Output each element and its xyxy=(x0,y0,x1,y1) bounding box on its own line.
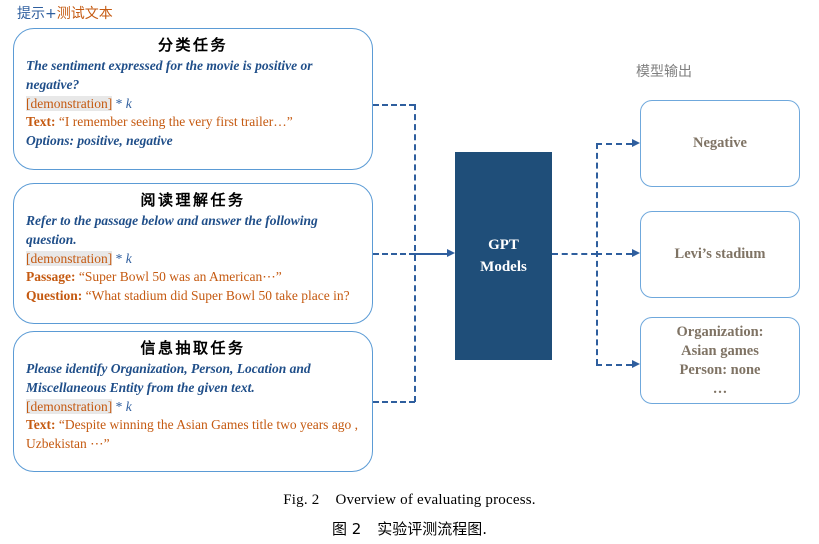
card-field-label-classification: Text: xyxy=(26,114,56,129)
task-card-reading-comprehension[interactable]: 阅读理解任务 Refer to the passage below and an… xyxy=(13,183,373,324)
card-field-label-information-extraction: Text: xyxy=(26,417,56,432)
card-field-passage: Passage: “Super Bowl 50 was an American⋯… xyxy=(26,268,362,287)
arrowhead-into-model xyxy=(447,249,455,257)
card-body-classification: The sentiment expressed for the movie is… xyxy=(14,57,372,150)
connector-bus-to-output2 xyxy=(596,253,632,255)
output-text-stadium: Levi’s stadium xyxy=(674,246,766,262)
task-card-classification[interactable]: 分类任务 The sentiment expressed for the mov… xyxy=(13,28,373,170)
demo-k-information-extraction: k xyxy=(125,399,132,414)
card-title-classification: 分类任务 xyxy=(157,36,228,54)
card-demo-line-information-extraction: [demonstration] * k xyxy=(26,397,362,416)
output-box-stadium[interactable]: Levi’s stadium xyxy=(640,211,800,298)
card-field-value-information-extraction: “Despite winning the Asian Games title t… xyxy=(26,417,359,451)
demo-star-information-extraction: * xyxy=(112,399,126,414)
model-box-line2: Models xyxy=(480,259,527,275)
caption-zh-text: 实验评测流程图. xyxy=(377,520,488,538)
card-body-information-extraction: Please identify Organization, Person, Lo… xyxy=(14,360,372,453)
caption-english: Fig. 2 Overview of evaluating process. xyxy=(0,492,819,509)
connector-card1-stub xyxy=(373,104,415,106)
card-title-reading-comprehension: 阅读理解任务 xyxy=(140,191,246,209)
output-box-negative[interactable]: Negative xyxy=(640,100,800,187)
demo-token-reading-comprehension: [demonstration] xyxy=(26,251,113,266)
arrowhead-into-output1 xyxy=(632,139,640,147)
card-field-question: Question: “What stadium did Super Bowl 5… xyxy=(26,287,362,306)
card-field-value-classification: “I remember seeing the very first traile… xyxy=(55,114,293,129)
caption-zh-label: 图 2 xyxy=(331,520,362,538)
prompt-label-part2: 测试文本 xyxy=(56,6,113,22)
output-text-entities: Organization: Asian games Person: none … xyxy=(676,323,764,397)
card-instruction-reading-comprehension: Refer to the passage below and answer th… xyxy=(26,213,318,247)
demo-k-classification: k xyxy=(125,96,132,111)
connector-bus-to-output1 xyxy=(596,143,632,145)
connector-card3-stub xyxy=(373,401,415,403)
card-field-value-passage: “Super Bowl 50 was an American⋯” xyxy=(75,269,282,284)
card-demo-line-classification: [demonstration] * k xyxy=(26,94,362,113)
card-field-label-passage: Passage: xyxy=(26,269,76,284)
output-box-entities[interactable]: Organization: Asian games Person: none … xyxy=(640,317,800,404)
prompt-input-label: 提示+测试文本 xyxy=(17,4,113,24)
caption-en-label: Fig. 2 xyxy=(283,492,320,508)
card-instruction-classification: The sentiment expressed for the movie is… xyxy=(26,58,313,92)
demo-k-reading-comprehension: k xyxy=(125,251,132,266)
caption-chinese: 图 2 实验评测流程图. xyxy=(0,518,819,539)
card-body-reading-comprehension: Refer to the passage below and answer th… xyxy=(14,212,372,305)
arrowhead-into-output2 xyxy=(632,249,640,257)
output-text-negative: Negative xyxy=(693,135,747,151)
connector-model-to-bus xyxy=(552,253,597,255)
demo-token-information-extraction: [demonstration] xyxy=(26,399,113,414)
card-instruction-information-extraction: Please identify Organization, Person, Lo… xyxy=(26,361,311,395)
demo-star-classification: * xyxy=(112,96,126,111)
card-field-value-question: “What stadium did Super Bowl 50 take pla… xyxy=(82,287,350,303)
card-field-information-extraction: Text: “Despite winning the Asian Games t… xyxy=(26,416,362,453)
card-field-label-question: Question: xyxy=(26,287,83,303)
model-box-line1: GPT xyxy=(488,237,519,253)
card-options-classification: Options: positive, negative xyxy=(26,132,173,148)
connector-card2-stub xyxy=(373,253,415,255)
model-box-gpt[interactable]: GPT Models xyxy=(455,152,552,360)
caption-en-text: Overview of evaluating process. xyxy=(335,492,536,508)
connector-bus-to-output3 xyxy=(596,364,632,366)
card-demo-line-reading-comprehension: [demonstration] * k xyxy=(26,249,362,268)
card-title-information-extraction: 信息抽取任务 xyxy=(140,339,246,357)
connector-bus-to-model xyxy=(414,253,447,255)
model-output-label: 模型输出 xyxy=(636,64,692,80)
prompt-label-part1: 提示 xyxy=(17,6,45,22)
task-card-information-extraction[interactable]: 信息抽取任务 Please identify Organization, Per… xyxy=(13,331,373,472)
prompt-label-plus: + xyxy=(45,6,57,22)
arrowhead-into-output3 xyxy=(632,360,640,368)
demo-star-reading-comprehension: * xyxy=(112,251,126,266)
card-field-classification: Text: “I remember seeing the very first … xyxy=(26,113,362,132)
demo-token-classification: [demonstration] xyxy=(26,96,113,111)
